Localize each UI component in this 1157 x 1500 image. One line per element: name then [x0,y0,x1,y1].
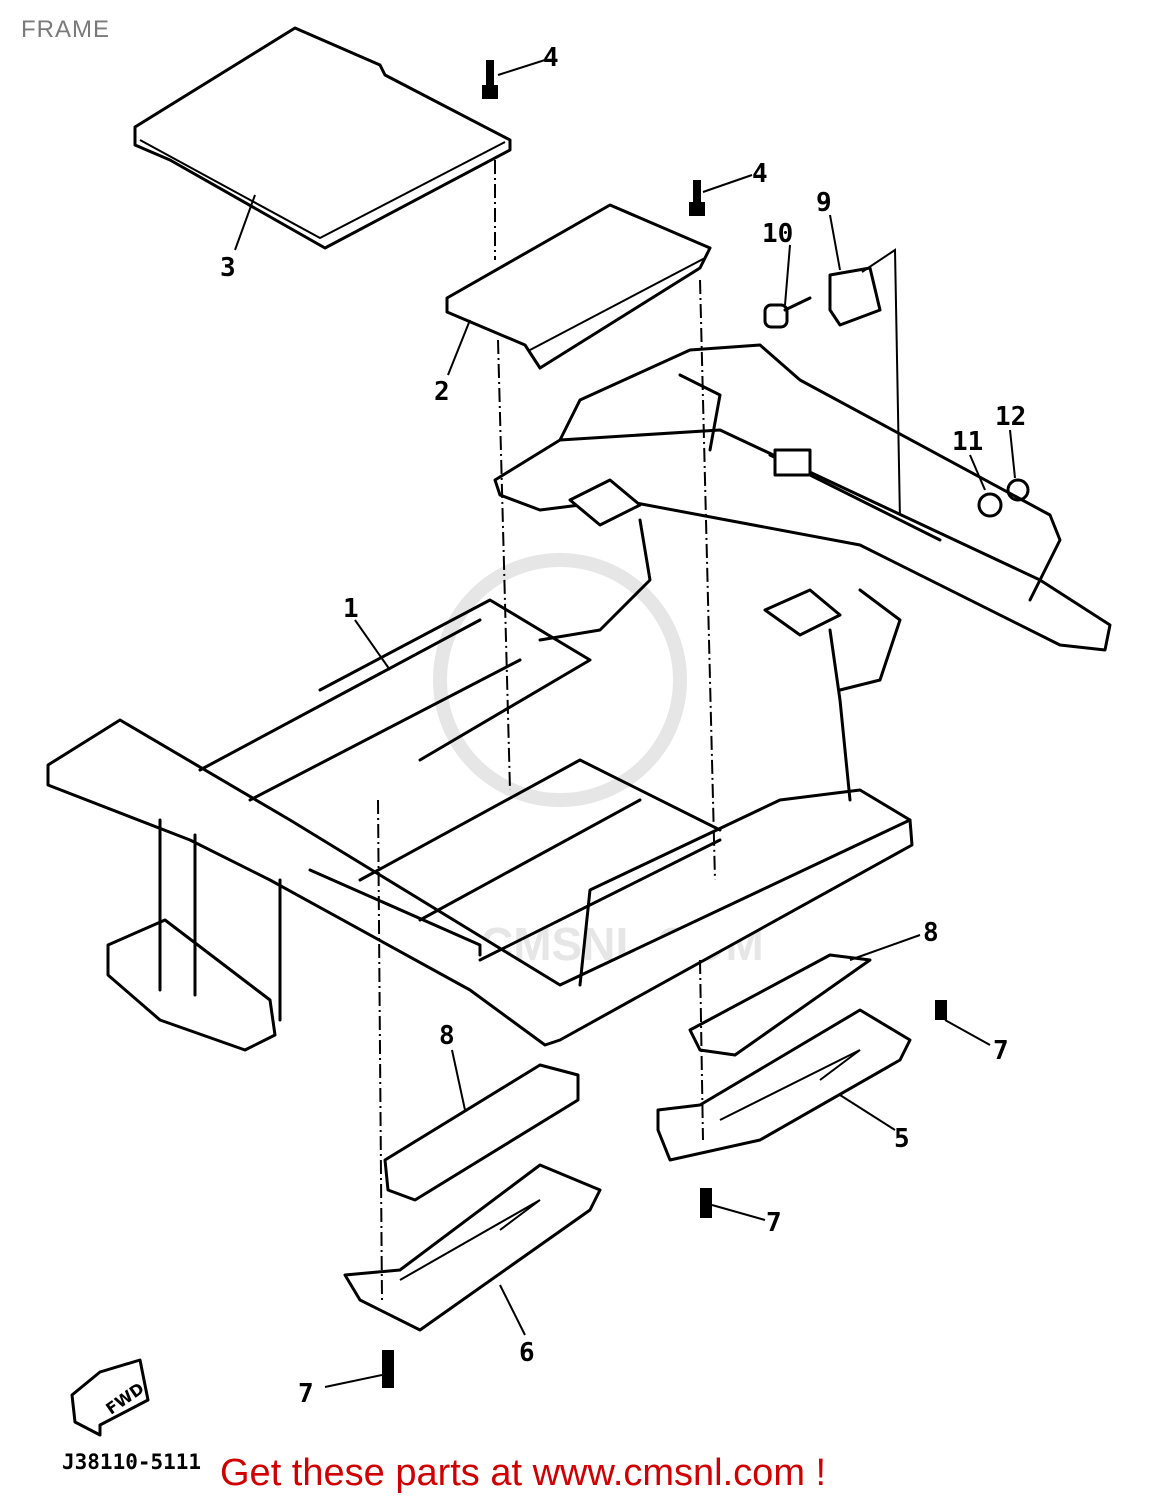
bolt-4-top[interactable] [482,59,546,99]
part-5-guard[interactable] [656,1008,912,1162]
callout-8[interactable]: 8 [923,918,939,948]
callout-1[interactable]: 1 [343,594,359,624]
diagram-title: FRAME [21,16,110,43]
alignment-lines [377,160,716,1301]
callout-7[interactable]: 7 [766,1208,782,1238]
callout-4[interactable]: 4 [752,159,768,189]
diagram-code: J38110-5111 [62,1450,202,1474]
callout-10[interactable]: 10 [762,219,793,249]
bolt-4-mid[interactable] [689,174,753,216]
part-9-relay[interactable] [828,248,901,521]
promo-link[interactable]: Get these parts at www.cmsnl.com ! [220,1452,827,1494]
part-11-washer[interactable] [977,492,1003,518]
callout-9[interactable]: 9 [816,188,832,218]
callout-2[interactable]: 2 [434,377,450,407]
callout-11[interactable]: 11 [952,427,983,457]
part-10-switch[interactable] [763,296,812,329]
callout-5[interactable]: 5 [894,1124,910,1154]
callout-4[interactable]: 4 [543,43,559,73]
callout-6[interactable]: 6 [519,1338,535,1368]
callout-7[interactable]: 7 [993,1036,1009,1066]
part-8-pad-left[interactable] [383,1063,580,1202]
bolt-7-right[interactable] [935,1000,991,1046]
callout-12[interactable]: 12 [995,402,1026,432]
callout-8[interactable]: 8 [439,1021,455,1051]
part-1-frame[interactable] [46,343,1112,1052]
bolt-7-left[interactable] [324,1350,394,1388]
bolt-7-mid[interactable] [700,1188,766,1221]
part-6-guard[interactable] [343,1163,602,1332]
callout-3[interactable]: 3 [220,253,236,283]
part-8-pad-right[interactable] [688,953,872,1057]
fwd-arrow-icon: FWD [70,1358,150,1437]
leader-lines [234,194,1016,1336]
watermark-logo: CMSNL.COM [433,553,764,970]
part-3-plate[interactable] [133,26,512,250]
callout-7[interactable]: 7 [298,1379,314,1409]
part-2-plate[interactable] [445,203,712,370]
